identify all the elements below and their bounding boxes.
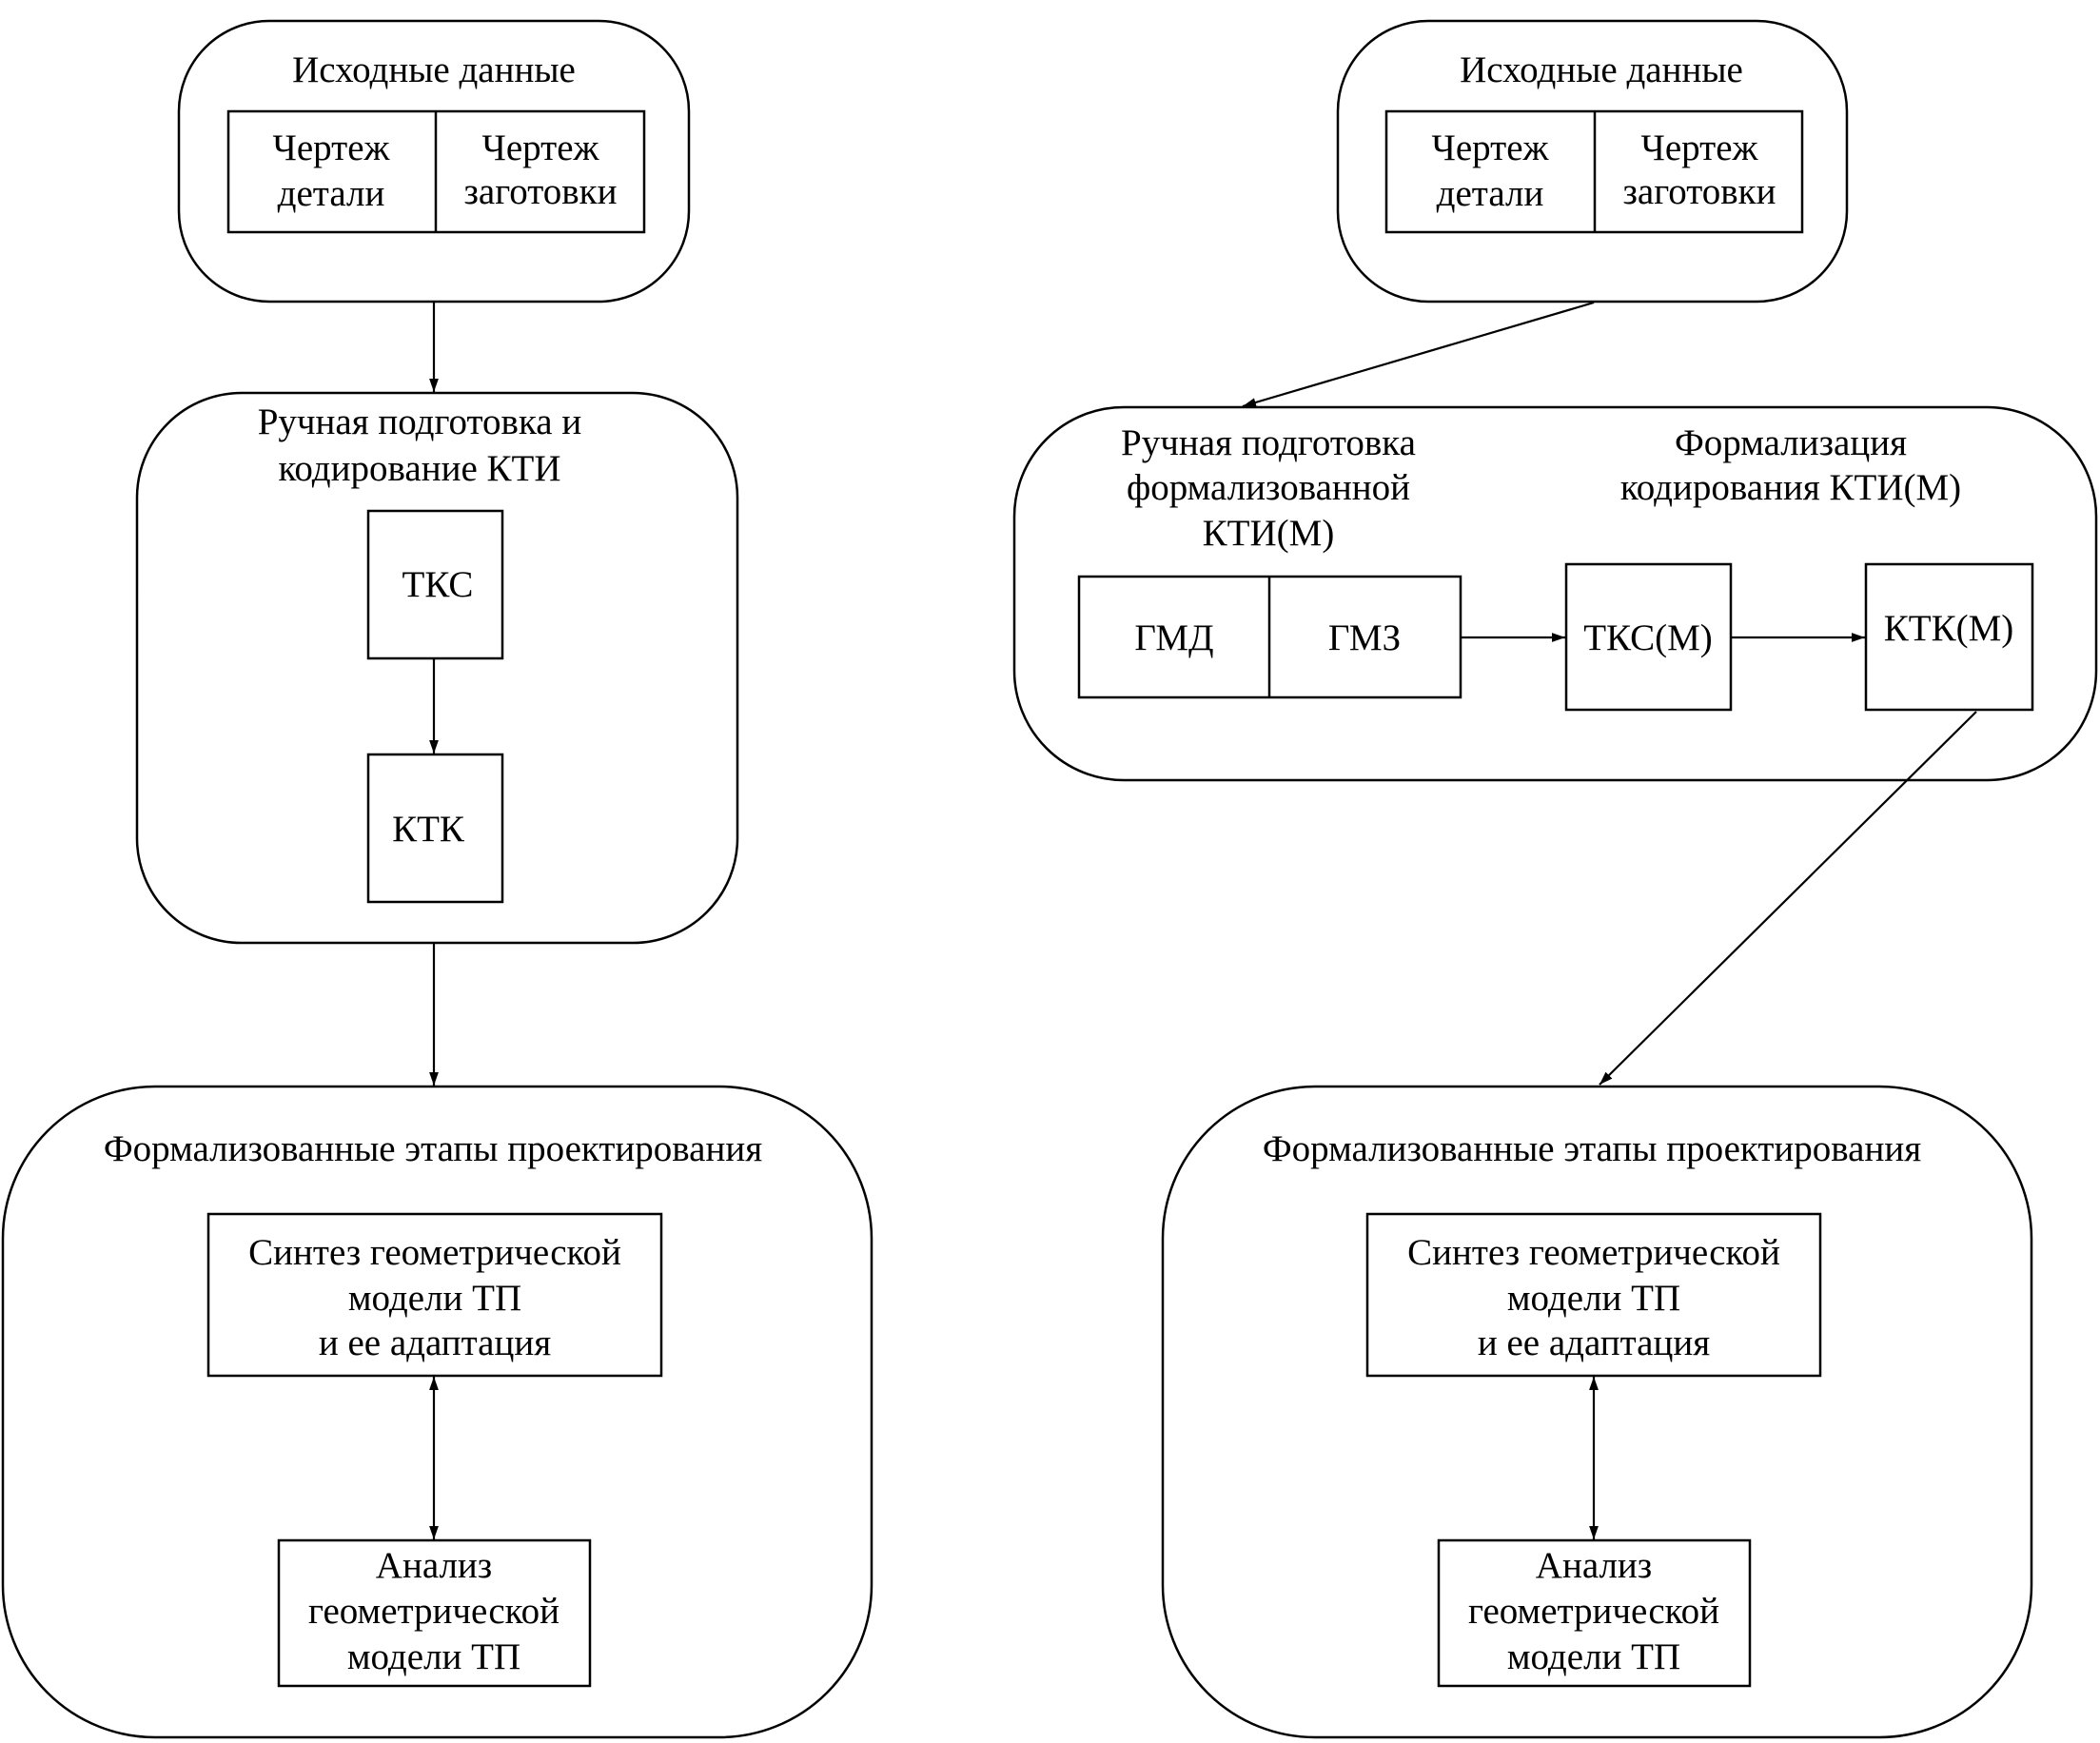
right-ktk-label: КТК(М) xyxy=(1884,608,2014,649)
left-analysis-line-3: модели ТП xyxy=(347,1636,520,1677)
right-drawing-blank-2: заготовки xyxy=(1623,171,1776,212)
right-ktk-box xyxy=(1864,562,2034,712)
right-synth-box xyxy=(1365,1212,1822,1378)
left-ktk-label: КТК xyxy=(392,809,465,850)
right-gmz-label: ГМЗ xyxy=(1328,617,1401,658)
right-arrow-source-to-manual xyxy=(1242,301,1595,408)
left-synth-line-1: Синтез геометрической xyxy=(248,1232,621,1273)
right-manual-title-a-2: формализованной xyxy=(1127,467,1410,508)
left-drawing-blank-2: заготовки xyxy=(464,171,618,212)
left-synth-line-2: модели ТП xyxy=(348,1278,521,1319)
left-stages-panel xyxy=(1,1085,873,1739)
left-tks-box xyxy=(366,509,504,660)
right-analysis-line-1: Анализ xyxy=(1536,1545,1652,1586)
left-drawing-part-2: детали xyxy=(278,173,385,214)
right-synth-line-3: и ее адаптация xyxy=(1478,1322,1710,1363)
left-source-panel xyxy=(177,19,691,304)
left-manual-title-2: кодирование КТИ xyxy=(278,448,560,489)
left-synth-line-3: и ее адаптация xyxy=(319,1322,551,1363)
left-manual-panel xyxy=(135,391,739,945)
left-drawing-part-1: Чертеж xyxy=(273,127,391,168)
right-manual-title-a-3: КТИ(М) xyxy=(1203,513,1335,554)
right-gmd-label: ГМД xyxy=(1134,617,1213,658)
left-drawing-blank-1: Чертеж xyxy=(482,127,600,168)
left-ktk-box xyxy=(366,753,504,904)
right-manual-panel xyxy=(1012,405,2098,782)
right-stages-title: Формализованные этапы проектирования xyxy=(1263,1128,1921,1169)
right-manual-title-a-1: Ручная подготовка xyxy=(1121,422,1416,463)
right-drawing-part-1: Чертеж xyxy=(1432,127,1550,168)
right-manual-title-b-2: кодирования КТИ(М) xyxy=(1620,467,1961,508)
right-tks-label: ТКС(М) xyxy=(1583,617,1713,658)
right-analysis-line-3: модели ТП xyxy=(1507,1636,1680,1677)
right-source-panel xyxy=(1336,19,1849,304)
right-analysis-box xyxy=(1437,1538,1752,1688)
left-stages-title: Формализованные этапы проектирования xyxy=(104,1128,762,1169)
right-source-title: Исходные данные xyxy=(1460,49,1743,90)
left-analysis-box xyxy=(277,1538,592,1688)
left-synth-box xyxy=(206,1212,663,1378)
right-analysis-line-2: геометрической xyxy=(1468,1591,1719,1632)
left-tks-label: ТКС xyxy=(402,564,474,605)
right-synth-line-2: модели ТП xyxy=(1507,1278,1680,1319)
left-analysis-line-1: Анализ xyxy=(376,1545,492,1586)
left-analysis-line-2: геометрической xyxy=(308,1591,559,1632)
left-manual-title-1: Ручная подготовка и xyxy=(258,401,582,442)
right-drawing-part-2: детали xyxy=(1437,173,1544,214)
left-source-title: Исходные данные xyxy=(292,49,576,90)
right-manual-title-b-1: Формализация xyxy=(1675,422,1907,463)
right-drawing-blank-1: Чертеж xyxy=(1641,127,1759,168)
right-synth-line-1: Синтез геометрической xyxy=(1407,1232,1780,1273)
right-arrow-ktk-to-stages xyxy=(1599,711,1977,1086)
right-stages-panel xyxy=(1161,1085,2033,1739)
